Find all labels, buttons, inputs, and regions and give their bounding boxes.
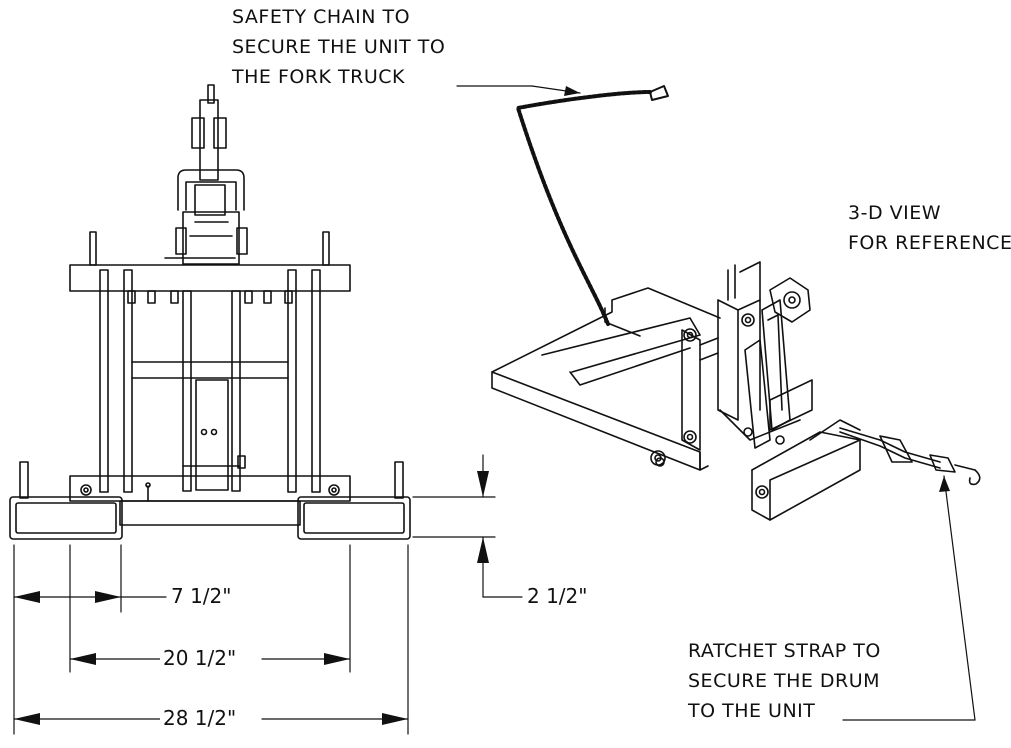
base-frame [69, 475, 351, 526]
front-view [9, 84, 411, 540]
iso-safety-chain [516, 90, 652, 326]
fork-pocket-left [9, 496, 123, 540]
uprights [19, 269, 404, 499]
safety-chain-line-1: SAFETY CHAIN TO [232, 6, 411, 28]
iso-base-shoe [751, 419, 861, 521]
dim-fork-spacing: 20 1/2" [160, 646, 240, 670]
crossbar-slots [127, 290, 293, 304]
dim-fork-width: 7 1/2" [168, 584, 235, 608]
leader-lines [456, 85, 976, 721]
ratchet-strap-callout: RATCHET STRAP TO SECURE THE DRUM TO THE … [688, 636, 881, 726]
iso-frame [681, 261, 813, 451]
view-3d-line-1: 3-D VIEW [848, 202, 942, 224]
isometric-view [491, 85, 981, 521]
view-3d-callout: 3-D VIEW FOR REFERENCE [848, 198, 1011, 258]
center-mast [131, 290, 289, 492]
ratchet-strap-line-3: TO THE UNIT [688, 700, 816, 722]
ratchet-strap-line-1: RATCHET STRAP TO [688, 640, 881, 662]
iso-ratchet-strap [839, 427, 981, 486]
crossbar [69, 264, 351, 292]
lift-mechanism [164, 84, 248, 265]
dim-overall-width: 28 1/2" [160, 706, 240, 730]
dim-fork-height: 2 1/2" [524, 584, 591, 608]
view-3d-line-2: FOR REFERENCE [848, 232, 1011, 254]
iso-clamp [743, 277, 811, 449]
safety-chain-line-3: THE FORK TRUCK [232, 66, 405, 88]
safety-chain-callout: SAFETY CHAIN TO SECURE THE UNIT TO THE F… [232, 2, 445, 92]
fork-pocket-right [297, 496, 411, 540]
safety-chain-line-2: SECURE THE UNIT TO [232, 36, 446, 58]
dimension-arrowheads [14, 471, 489, 725]
ratchet-strap-line-2: SECURE THE DRUM [688, 670, 881, 692]
